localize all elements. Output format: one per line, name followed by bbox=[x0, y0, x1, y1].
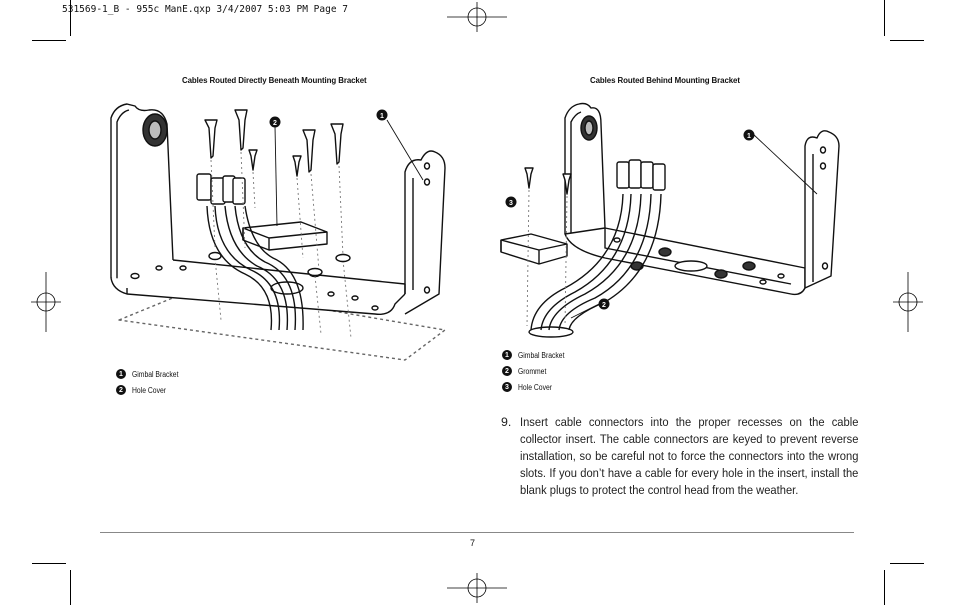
svg-text:1: 1 bbox=[747, 133, 751, 140]
right-callout-1: 1 bbox=[743, 129, 755, 141]
legend-item: 2 Grommet bbox=[502, 363, 573, 379]
legend-number: 3 bbox=[502, 382, 512, 392]
footer-rule bbox=[100, 532, 854, 533]
right-bracket-illustration: 1 3 2 bbox=[500, 102, 840, 338]
svg-text:2: 2 bbox=[602, 302, 606, 309]
right-callout-2: 2 bbox=[598, 298, 610, 310]
legend-number: 2 bbox=[502, 366, 512, 376]
left-callout-1: 1 bbox=[376, 109, 388, 121]
svg-text:2: 2 bbox=[273, 120, 277, 127]
legend-item: 1 Gimbal Bracket bbox=[502, 347, 573, 363]
svg-text:3: 3 bbox=[509, 200, 513, 207]
legend-number: 1 bbox=[502, 350, 512, 360]
left-legend: 1 Gimbal Bracket 2 Hole Cover bbox=[116, 366, 187, 398]
legend-item: 3 Hole Cover bbox=[502, 379, 573, 395]
svg-text:1: 1 bbox=[380, 113, 384, 120]
legend-label: Hole Cover bbox=[518, 382, 553, 392]
right-figure-caption: Cables Routed Behind Mounting Bracket bbox=[590, 75, 740, 85]
left-callout-2: 2 bbox=[269, 116, 281, 128]
left-bracket-illustration: 2 1 bbox=[110, 103, 446, 361]
step-9: 9. Insert cable connectors into the prop… bbox=[501, 414, 858, 499]
right-legend: 1 Gimbal Bracket 2 Grommet 3 Hole Cover bbox=[502, 347, 573, 395]
step-number: 9. bbox=[501, 415, 512, 429]
step-text: Insert cable connectors into the proper … bbox=[520, 415, 859, 497]
right-callout-3: 3 bbox=[505, 196, 517, 208]
legend-label: Grommet bbox=[518, 366, 547, 376]
legend-label: Gimbal Bracket bbox=[518, 350, 565, 360]
legend-label: Gimbal Bracket bbox=[132, 369, 179, 379]
legend-item: 1 Gimbal Bracket bbox=[116, 366, 187, 382]
legend-number: 1 bbox=[116, 369, 126, 379]
print-slug: 531569-1_B - 955c ManE.qxp 3/4/2007 5:03… bbox=[62, 4, 348, 15]
legend-label: Hole Cover bbox=[132, 385, 167, 395]
left-figure-caption: Cables Routed Directly Beneath Mounting … bbox=[182, 75, 367, 85]
legend-item: 2 Hole Cover bbox=[116, 382, 187, 398]
page-number: 7 bbox=[470, 538, 476, 548]
legend-number: 2 bbox=[116, 385, 126, 395]
